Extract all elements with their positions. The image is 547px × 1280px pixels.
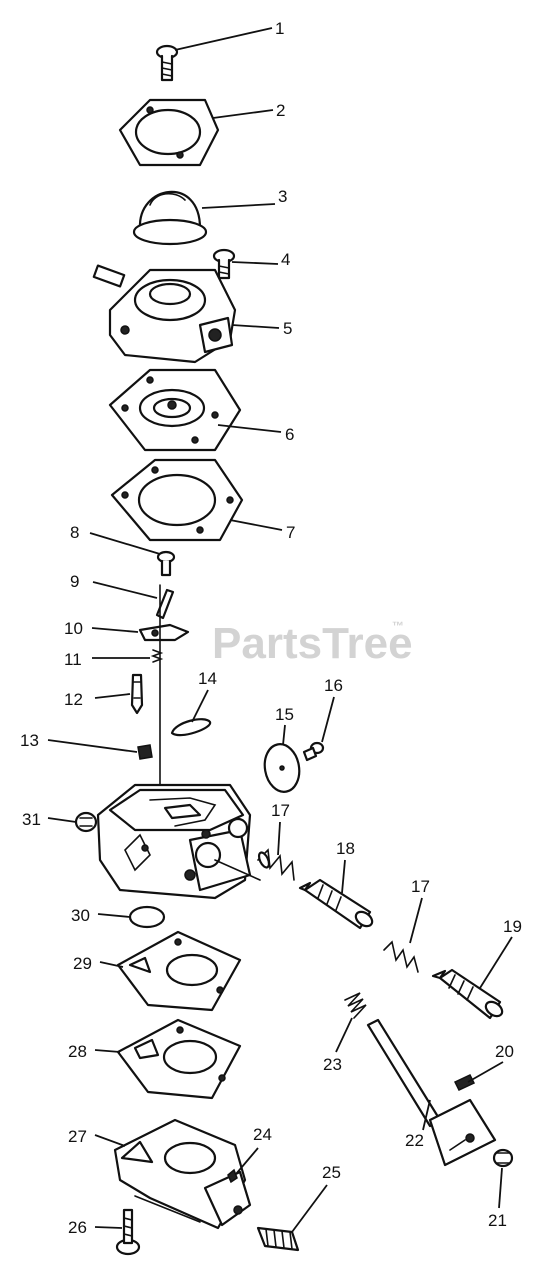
callout-13: 13 — [20, 731, 39, 750]
leader-lines — [47, 27, 513, 1233]
callout-22: 22 — [405, 1131, 424, 1150]
callout-26: 26 — [68, 1218, 87, 1237]
part-25-screw — [256, 1226, 300, 1252]
callout-23: 23 — [323, 1055, 342, 1074]
part-14-seal — [170, 718, 212, 737]
callout-7: 7 — [286, 523, 295, 542]
callout-5: 5 — [283, 319, 292, 338]
part-5-pump-body — [92, 264, 237, 364]
callout-31: 31 — [22, 810, 41, 829]
part-18-mixture-needle — [298, 878, 374, 930]
part-26-screw — [115, 1208, 141, 1256]
callout-labels: 1 2 3 4 5 6 7 8 9 10 11 12 13 14 15 16 1… — [20, 19, 522, 1237]
part-21-nut — [492, 1148, 514, 1168]
part-9-pin — [155, 588, 175, 620]
callout-8: 8 — [70, 523, 79, 542]
callout-19: 19 — [503, 917, 522, 936]
part-11-spring — [150, 649, 164, 663]
part-19-mixture-needle — [431, 968, 504, 1020]
callout-6: 6 — [285, 425, 294, 444]
part-6-diaphragm — [108, 368, 242, 452]
part-3-primer-bulb — [132, 190, 208, 246]
watermark-trademark: ™ — [392, 619, 404, 633]
callout-17a: 17 — [271, 801, 290, 820]
part-30-cap — [128, 905, 166, 929]
part-17-spring-upper — [257, 848, 295, 881]
callout-12: 12 — [64, 690, 83, 709]
callout-16: 16 — [324, 676, 343, 695]
part-12-needle — [130, 673, 144, 715]
part-17-spring-lower — [383, 940, 419, 973]
callout-15: 15 — [275, 705, 294, 724]
part-1-screw — [155, 44, 179, 82]
part-27-pump-cover — [113, 1118, 252, 1230]
part-28-diaphragm — [116, 1018, 242, 1100]
part-29-gasket — [116, 930, 242, 1012]
part-4-screw — [212, 248, 236, 280]
callout-21: 21 — [488, 1211, 507, 1230]
part-7-gasket — [110, 458, 244, 542]
part-24-pin — [227, 1168, 238, 1184]
callout-17b: 17 — [411, 877, 430, 896]
part-15-throttle-plate — [263, 743, 301, 793]
callout-4: 4 — [281, 250, 290, 269]
callout-18: 18 — [336, 839, 355, 858]
callout-30: 30 — [71, 906, 90, 925]
callout-28: 28 — [68, 1042, 87, 1061]
callout-1: 1 — [275, 19, 284, 38]
part-13-plug — [137, 744, 153, 760]
callout-20: 20 — [495, 1042, 514, 1061]
callout-27: 27 — [68, 1127, 87, 1146]
callout-3: 3 — [278, 187, 287, 206]
callout-29: 29 — [73, 954, 92, 973]
part-8-screw — [156, 550, 176, 577]
part-31-cap — [74, 811, 98, 833]
part-16-screw — [302, 741, 325, 762]
callout-10: 10 — [64, 619, 83, 638]
watermark: PartsTree — [212, 619, 413, 668]
part-22-throttle-lever — [366, 1018, 497, 1167]
carburetor-body — [96, 783, 261, 900]
callout-25: 25 — [322, 1163, 341, 1182]
callout-11: 11 — [64, 650, 82, 669]
callout-14: 14 — [198, 669, 217, 688]
part-10-lever — [138, 623, 190, 642]
part-2-cover-gasket — [118, 98, 220, 167]
part-20-screw — [453, 1074, 476, 1091]
callout-2: 2 — [276, 101, 285, 120]
callout-9: 9 — [70, 572, 79, 591]
callout-24: 24 — [253, 1125, 272, 1144]
part-23-spring — [344, 992, 367, 1019]
